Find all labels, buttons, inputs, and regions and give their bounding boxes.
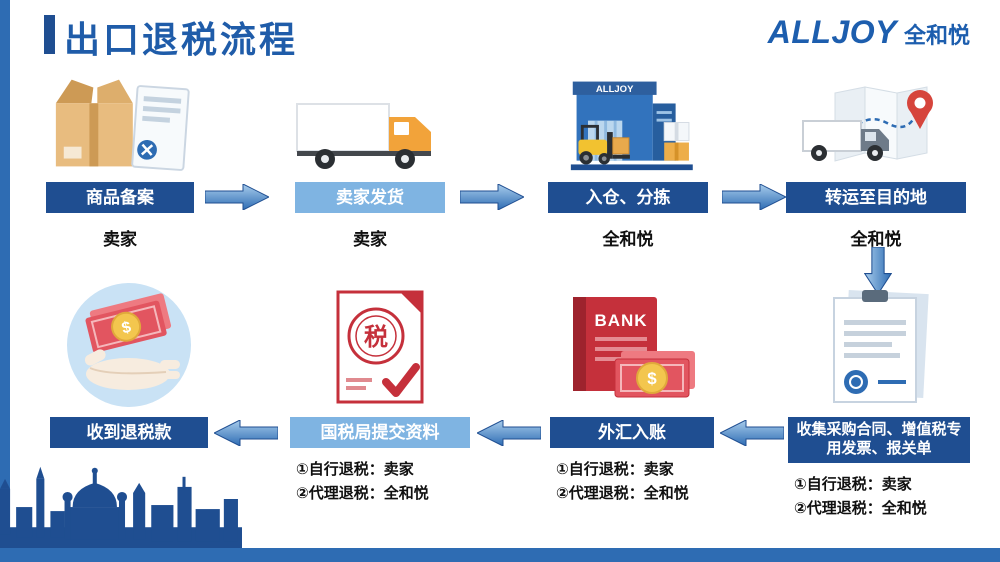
flow-arrow-left (477, 420, 541, 446)
step-label: 转运至目的地 (786, 182, 966, 213)
small-truck-icon (802, 120, 889, 161)
note-line: ②代理退税：全和悦 (556, 485, 689, 502)
coin-dollar-text: $ (647, 369, 657, 388)
warehouse-forklift-icon: ALLJOY (548, 73, 708, 173)
step-label: 收到退税款 (50, 417, 208, 448)
left-edge-bar (0, 0, 10, 562)
binder-clip-icon (862, 290, 888, 302)
contract-documents-icon (788, 280, 970, 408)
brand-logo-cn: 全和悦 (903, 23, 970, 48)
tax-seal-text: 税 (364, 323, 388, 351)
step-actor: 卖家 (353, 230, 387, 249)
brand-logo-en: ALLJOY (767, 14, 897, 50)
step-warehouse-sorting: ALLJOY (548, 73, 708, 250)
hand-money-icon: $ (50, 280, 208, 408)
step-receive-refund: $ 收到退税款 (50, 280, 208, 448)
flow-arrow-right (722, 184, 786, 210)
hand-icon (84, 349, 180, 390)
clipboard-icon (131, 85, 190, 171)
bottom-edge-bar (0, 548, 1000, 562)
step-notes: ①自行退税：卖家 ②代理退税：全和悦 (550, 458, 689, 506)
step-actor: 全和悦 (602, 230, 654, 249)
page-title: 出口退税流程 (64, 19, 299, 60)
step-label: 外汇入账 (550, 417, 714, 448)
step-actor: 全和悦 (850, 230, 902, 249)
stamp-icon (844, 370, 868, 394)
note-line: ①自行退税：卖家 (296, 461, 414, 478)
money-bill: $ (614, 351, 695, 398)
title-accent-bar (44, 15, 55, 54)
step-label: 国税局提交资料 (290, 417, 470, 448)
note-line: ①自行退税：卖家 (794, 475, 912, 493)
step-product-registration: 商品备案 卖家 (46, 73, 194, 250)
flow-arrow-right (460, 184, 524, 210)
flow-arrow-left (720, 420, 784, 446)
coin-dollar-text: $ (120, 319, 133, 338)
step-notes: ①自行退税：卖家 ②代理退税：全和悦 (290, 458, 429, 506)
warehouse-sign-text: ALLJOY (596, 84, 634, 95)
step-notes: ①自行退税：卖家 ②代理退税：全和悦 (788, 473, 927, 521)
step-collect-documents: 收集采购合同、增值税专用发票、报关单 ①自行退税：卖家 ②代理退税：全和悦 (788, 280, 970, 521)
note-line: ②代理退税：全和悦 (794, 499, 927, 517)
step-transfer-destination: 转运至目的地 全和悦 (786, 73, 966, 250)
step-seller-ship: 卖家发货 卖家 (295, 73, 445, 250)
step-label: 商品备案 (46, 182, 194, 213)
tax-document-icon: 税 (290, 280, 470, 408)
money-bills: $ (85, 293, 172, 353)
delivery-truck-icon (295, 73, 445, 173)
step-label: 收集采购合同、增值税专用发票、报关单 (788, 417, 970, 463)
city-skyline-graphic (0, 466, 242, 550)
package-clipboard-icon (46, 73, 194, 173)
forklift (578, 124, 630, 165)
truck-map-pin-icon (786, 73, 966, 173)
step-forex-receipt: BANK $ 外汇入账 ①自行退税：卖家 ②代理退税：全和悦 (550, 280, 714, 506)
note-line: ①自行退税：卖家 (556, 461, 674, 478)
flow-arrow-left (214, 420, 278, 446)
step-actor: 卖家 (103, 230, 137, 249)
note-line: ②代理退税：全和悦 (296, 485, 429, 502)
step-tax-bureau-submit: 税 国税局提交资料 ①自行退税：卖家 ②代理退税：全和悦 (290, 280, 470, 506)
package-box-icon (55, 79, 133, 167)
bank-money-icon: BANK $ (550, 280, 714, 408)
step-label: 入仓、分拣 (548, 182, 708, 213)
location-pin-icon (907, 90, 933, 129)
brand-logo: ALLJOY 全和悦 (768, 14, 970, 51)
bank-book-text: BANK (594, 311, 647, 330)
step-label: 卖家发货 (295, 182, 445, 213)
flow-arrow-right (205, 184, 269, 210)
flow-arrow-down (864, 247, 892, 294)
